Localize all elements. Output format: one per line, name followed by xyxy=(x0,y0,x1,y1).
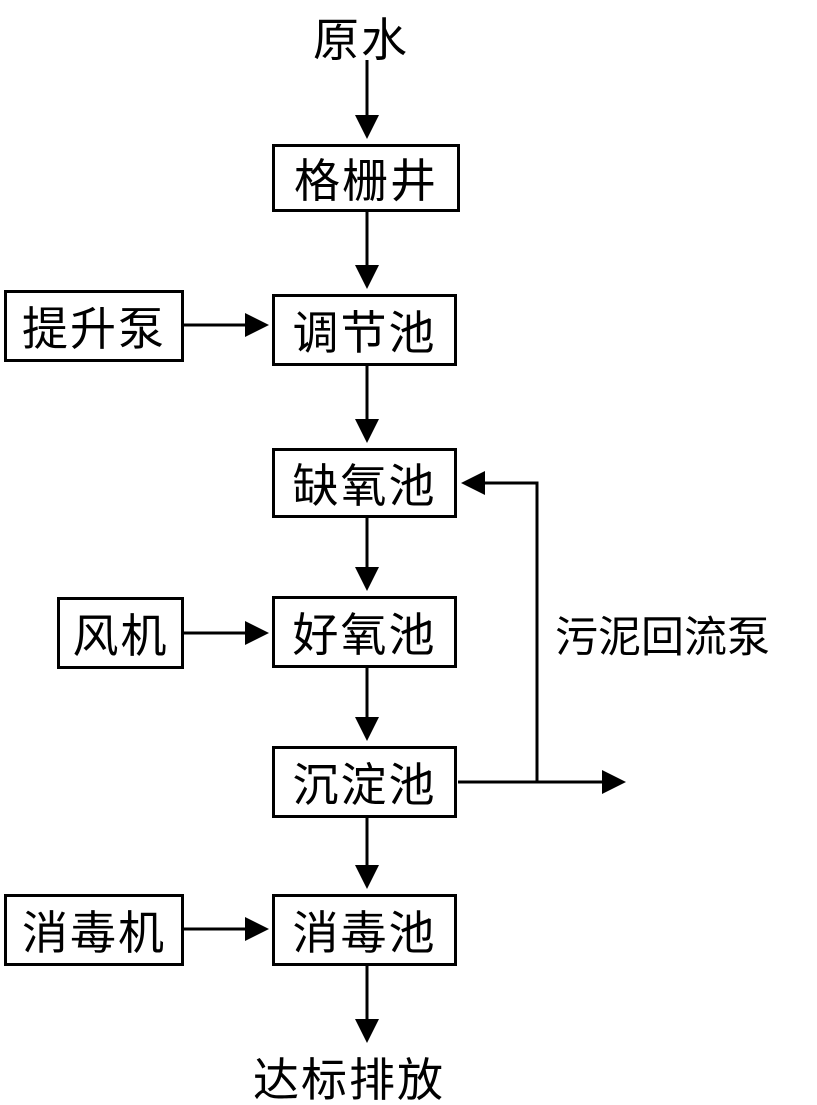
raw-water-label: 原水 xyxy=(313,13,409,67)
arrow-sludge-return xyxy=(461,471,539,782)
disinfection-tank-box: 消毒池 xyxy=(272,894,457,966)
aerobic-tank-box: 好氧池 xyxy=(272,596,457,668)
regulating-tank-box: 调节池 xyxy=(272,294,457,366)
blower-box: 风机 xyxy=(57,597,184,669)
screen-well-box: 格栅井 xyxy=(272,144,460,212)
disinfector-box: 消毒机 xyxy=(4,894,184,966)
lift-pump-box: 提升泵 xyxy=(4,290,184,362)
sedimentation-tank-box: 沉淀池 xyxy=(272,746,457,818)
discharge-label: 达标排放 xyxy=(253,1053,445,1105)
anoxic-tank-box: 缺氧池 xyxy=(272,448,457,518)
sludge-return-pump-label: 污泥回流泵 xyxy=(555,613,770,663)
